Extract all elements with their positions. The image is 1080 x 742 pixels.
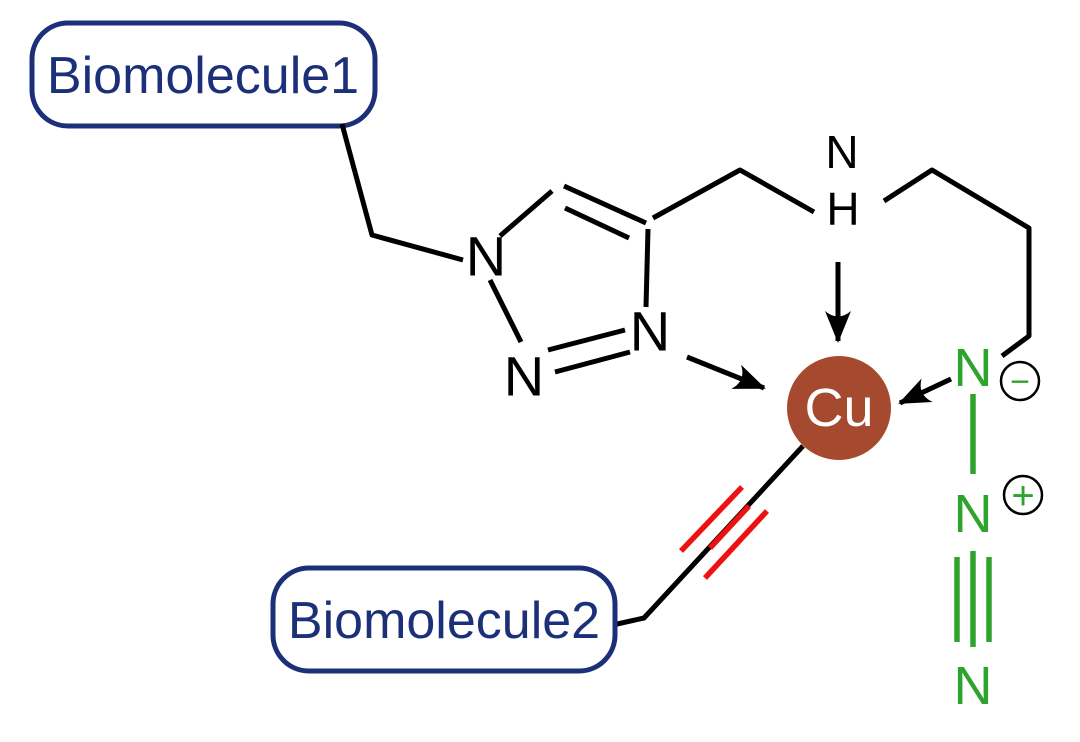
bond-n1-c5 (498, 189, 554, 238)
bond-c4-n3 (643, 228, 651, 308)
alkyne-red-line-upper (679, 485, 744, 553)
plus-charge-label: + (1011, 474, 1034, 518)
arrow-triazole-to-cu (686, 354, 766, 391)
triazole-n1-label: N (466, 225, 506, 288)
azide-n3-label: N (954, 656, 993, 716)
plus-charge-badge: + (1002, 474, 1044, 518)
arrow-azide-to-cu (898, 376, 953, 406)
azide-n1-label: N (954, 338, 993, 398)
double-bond-c5-c4-inner (563, 205, 631, 241)
minus-charge-label: − (1010, 363, 1030, 401)
biomolecule1-label: Biomolecule1 (47, 47, 359, 105)
alkyne-triple-bond-red (679, 485, 770, 580)
amine-n-label: N (825, 126, 858, 178)
double-bond-n2-n3-upper (547, 327, 626, 353)
biomolecule1-linker-bond (339, 123, 464, 263)
triazole-n2-label: N (504, 345, 544, 408)
triazole-ring: N N N (466, 183, 670, 408)
biomolecule2-box (270, 565, 618, 674)
double-bond-n2-n3-lower (554, 349, 631, 375)
triazole-n3-label: N (630, 300, 670, 363)
propyl-chain-bond (882, 167, 1032, 359)
amine-h-label: H (826, 183, 859, 235)
minus-charge-circle (999, 360, 1041, 402)
azide-triple-bond (954, 551, 992, 647)
double-bond-c5-c4-outer (562, 183, 648, 226)
copper-atom-label: Cu (804, 378, 873, 438)
azide-n2-label: N (954, 484, 993, 544)
azide-group: N N N (954, 338, 993, 716)
biomolecule1-box (29, 20, 378, 129)
minus-charge-badge: − (999, 360, 1041, 402)
methylene-bridge-bond (651, 167, 816, 221)
alkyne-red-line-center (707, 504, 752, 550)
bond-n1-n2 (487, 278, 524, 344)
copper-atom-circle (787, 356, 891, 460)
alkyne-red-line-lower (702, 509, 770, 580)
biomolecule2-label: Biomolecule2 (288, 592, 600, 650)
alkyne-bond (616, 444, 805, 627)
plus-charge-circle (1002, 474, 1044, 516)
